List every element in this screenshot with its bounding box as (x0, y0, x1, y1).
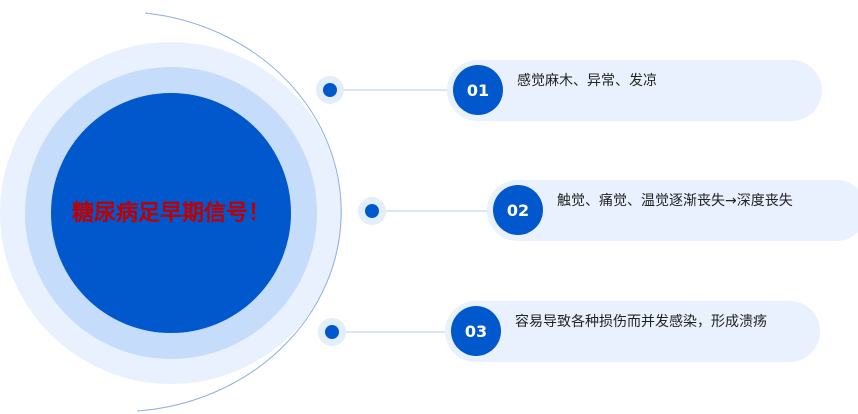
connector-2 (358, 197, 490, 225)
item-text: 感觉麻木、异常、发凉 (517, 73, 657, 89)
item-number-badge: 01 (453, 65, 503, 115)
connector-3 (318, 318, 448, 346)
item-number-badge: 03 (451, 306, 501, 356)
center-title: 糖尿病足早期信号！ (71, 201, 270, 226)
item-card-2: 02 触觉、痛觉、温觉逐渐丧失→深度丧失 (487, 180, 858, 241)
item-number-badge: 02 (493, 185, 543, 235)
connector-arc (136, 12, 342, 412)
center-circle (51, 93, 291, 333)
connector-1 (316, 76, 450, 104)
item-text: 容易导致各种损伤而并发感染，形成溃疡 (515, 314, 767, 330)
item-card-1: 01 感觉麻木、异常、发凉 (447, 60, 822, 121)
item-text: 触觉、痛觉、温觉逐渐丧失→深度丧失 (557, 193, 793, 209)
item-card-3: 03 容易导致各种损伤而并发感染，形成溃疡 (445, 301, 820, 362)
